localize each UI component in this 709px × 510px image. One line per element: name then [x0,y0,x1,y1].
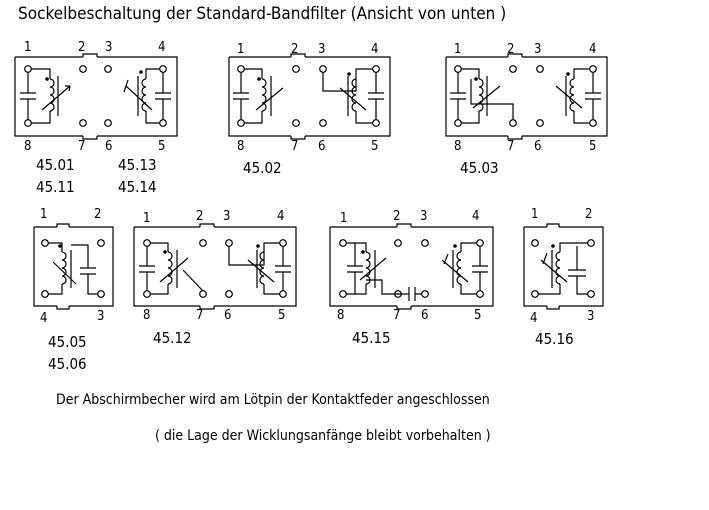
f1-pin-4: 4 [158,40,166,55]
f6-pin-6: 6 [421,308,429,323]
f3-pin-7: 7 [507,139,515,154]
f1-pin-6: 6 [105,139,113,154]
f1-code-4514: 45.14 [118,178,157,196]
f7-pin-3: 3 [587,309,595,324]
f3-pin-5: 5 [589,139,597,154]
f1-code-4513: 45.13 [118,156,157,174]
f6-pin-7: 7 [393,308,401,323]
f7-pin-1: 1 [531,207,539,222]
f5-pin-2: 2 [196,209,204,224]
f1-pin-8: 8 [24,139,32,154]
page-title: Sockelbeschaltung der Standard-Bandfilte… [18,4,507,24]
f4-pin-1: 1 [40,207,48,222]
f5-pin-8: 8 [143,308,151,323]
f6-pin-2: 2 [393,209,401,224]
f5-code: 45.12 [153,329,192,347]
f2-code: 45.02 [243,159,282,177]
f3-pin-4: 4 [589,42,597,57]
f4-pin-3: 3 [97,309,105,324]
f4-pin-2: 2 [94,207,102,222]
filter-45-12 [133,223,297,310]
f7-pin-4: 4 [530,311,538,326]
f5-pin-1: 1 [143,211,151,226]
f2-pin-8: 8 [237,139,245,154]
filter-45-03 [445,53,608,140]
f2-pin-4: 4 [371,42,379,57]
filter-45-01 [14,53,178,140]
f1-pin-2: 2 [78,40,86,55]
f1-pin-7: 7 [78,139,86,154]
f5-pin-7: 7 [196,308,204,323]
f3-code: 45.03 [460,159,499,177]
f6-pin-1: 1 [340,211,348,226]
f1-pin-1: 1 [24,40,32,55]
f5-pin-6: 6 [224,308,232,323]
f1-pin-3: 3 [105,40,113,55]
f5-pin-5: 5 [278,308,286,323]
note-winding-start: ( die Lage der Wicklungsanfänge bleibt v… [155,428,491,444]
f6-pin-5: 5 [474,308,482,323]
f2-pin-3: 3 [318,42,326,57]
filter-45-05 [33,223,114,310]
f4-pin-4: 4 [40,311,48,326]
f6-code: 45.15 [352,329,391,347]
f3-pin-2: 2 [507,42,515,57]
f6-pin-4: 4 [472,209,480,224]
f7-code: 45.16 [535,330,574,348]
f2-pin-2: 2 [291,42,299,57]
filter-45-15 [329,223,494,310]
f1-code-4511: 45.11 [36,178,75,196]
f1-pin-5: 5 [158,139,166,154]
note-shield-can: Der Abschirmbecher wird am Lötpin der Ko… [56,392,490,408]
filter-45-16 [523,223,604,310]
f5-pin-3: 3 [223,209,231,224]
f2-pin-6: 6 [318,139,326,154]
f4-code-4506: 45.06 [48,355,87,373]
f2-pin-5: 5 [371,139,379,154]
f1-code-4501: 45.01 [36,156,75,174]
f3-pin-6: 6 [534,139,542,154]
f2-pin-7: 7 [291,139,299,154]
f4-code-4505: 45.05 [48,333,87,351]
f5-pin-4: 4 [277,209,285,224]
filter-45-02 [228,53,391,140]
f6-pin-3: 3 [420,209,428,224]
f7-pin-2: 2 [585,207,593,222]
f3-pin-8: 8 [454,139,462,154]
f2-pin-1: 1 [237,42,245,57]
f3-pin-3: 3 [534,42,542,57]
f3-pin-1: 1 [454,42,462,57]
f6-pin-8: 8 [337,308,345,323]
